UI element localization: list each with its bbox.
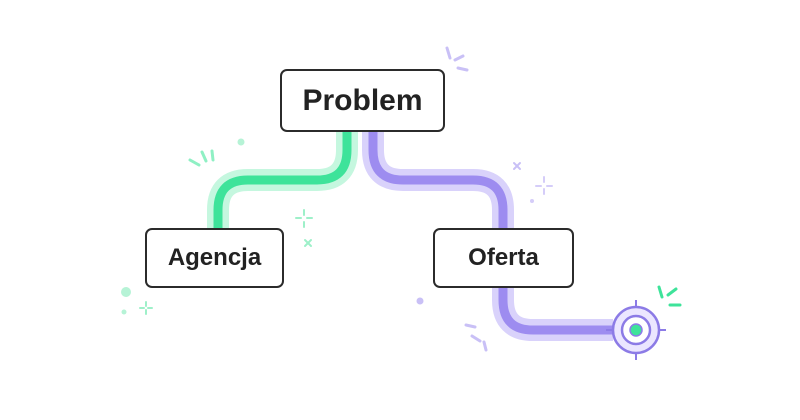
node-agencja[interactable]: Agencja xyxy=(145,228,284,288)
dot-icon xyxy=(530,199,534,203)
sparkle-icon xyxy=(657,285,682,307)
connector-problem-agencja xyxy=(207,132,358,228)
dot-icon xyxy=(121,309,127,315)
dot-icon xyxy=(416,297,424,305)
sparkle-icon xyxy=(139,301,153,315)
node-oferta[interactable]: Oferta xyxy=(433,228,574,288)
node-problem-label: Problem xyxy=(302,83,423,117)
cross-icon xyxy=(304,239,312,247)
sparkle-icon xyxy=(295,209,313,228)
sparkle-icon xyxy=(535,176,553,195)
node-agencja-label: Agencja xyxy=(167,244,262,271)
dot-icon xyxy=(121,287,131,297)
cross-icon xyxy=(513,162,521,170)
sparkle-icon xyxy=(445,46,469,72)
sparkle-icon xyxy=(464,323,488,352)
node-problem[interactable]: Problem xyxy=(280,69,445,132)
target-icon xyxy=(606,300,666,360)
sparkle-icon xyxy=(188,149,215,167)
node-oferta-label: Oferta xyxy=(468,244,539,271)
connector-oferta-target xyxy=(492,288,613,341)
dot-icon xyxy=(237,138,245,146)
connector-problem-oferta xyxy=(362,132,514,228)
